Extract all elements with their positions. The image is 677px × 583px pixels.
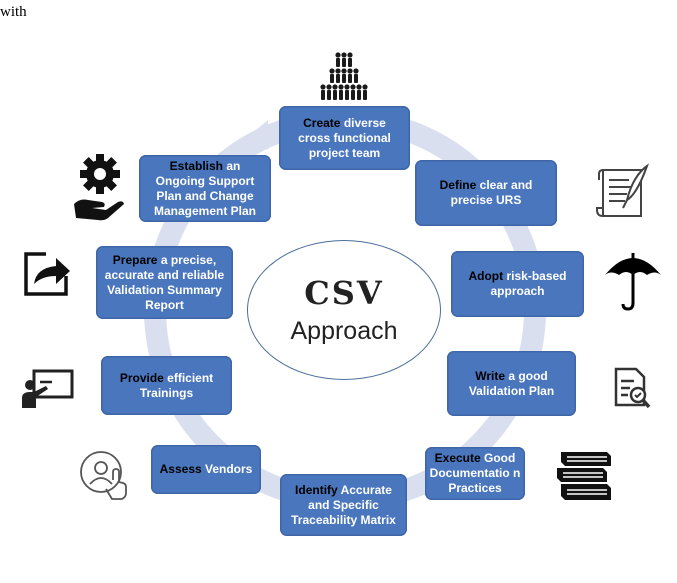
people-pyramid-icon <box>320 52 368 100</box>
book-stack-icon <box>557 452 611 500</box>
center-title: CSV <box>304 273 384 312</box>
step-keyword: Provide <box>119 370 164 385</box>
umbrella-icon <box>605 253 661 311</box>
step-text: a precise, accurate and reliable Validat… <box>104 252 225 312</box>
step-execute-gdp: Execute Good Documentatio n Practices <box>425 447 525 500</box>
presentation-board-icon <box>22 369 74 408</box>
scroll-quill-icon <box>596 163 650 217</box>
step-adopt-risk: Adopt risk-based approach <box>451 251 584 317</box>
step-text: clear and precise URS <box>450 178 533 207</box>
step-keyword: Prepare <box>112 252 158 267</box>
step-create-team: Create diverse cross functional project … <box>279 106 410 170</box>
intro-text: with <box>0 4 27 20</box>
step-identify-matrix: Identify Accurate and Specific Traceabil… <box>280 474 407 536</box>
step-keyword: Identify <box>295 482 338 497</box>
step-text: Good Documentatio n Practices <box>429 451 521 495</box>
step-keyword: Write <box>475 368 506 383</box>
step-assess-vendors: Assess Vendors <box>151 445 261 494</box>
share-arrow-icon <box>24 252 70 296</box>
step-text: diverse cross functional project team <box>298 115 391 160</box>
step-keyword: Create <box>303 115 341 130</box>
step-text: risk-based approach <box>490 269 567 298</box>
step-provide-trainings: Provide efficient Trainings <box>101 356 232 415</box>
step-keyword: Assess <box>159 462 202 476</box>
center-subtitle: Approach <box>290 316 398 345</box>
step-establish-support: Establish an Ongoing Support Plan and Ch… <box>139 155 271 222</box>
step-write-plan: Write a good Validation Plan <box>447 351 576 416</box>
step-keyword: Define <box>439 178 477 192</box>
step-text: Vendors <box>201 462 253 476</box>
step-prepare-summary: Prepare a precise, accurate and reliable… <box>96 246 233 319</box>
step-text: Accurate and Specific Traceability Matri… <box>291 482 396 527</box>
step-keyword: Execute <box>434 451 481 465</box>
step-text: efficient Trainings <box>139 370 214 400</box>
step-text: an Ongoing Support Plan and Change Manag… <box>153 158 257 218</box>
gear-hand-icon <box>74 154 124 221</box>
step-text: a good Validation Plan <box>468 368 555 398</box>
document-search-icon <box>614 367 651 409</box>
step-keyword: Adopt <box>468 269 504 283</box>
step-define-urs: Define clear and precise URS <box>415 160 557 226</box>
step-keyword: Establish <box>169 158 223 173</box>
center-ellipse: CSV Approach <box>247 240 441 380</box>
fingerprint-touch-icon <box>80 451 127 500</box>
